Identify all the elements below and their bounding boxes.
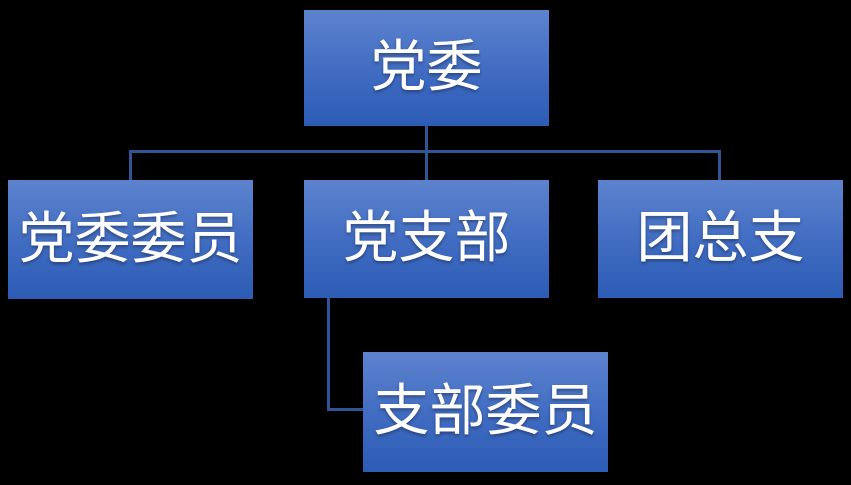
node-branch-members[interactable]: 支部委员 <box>363 352 608 472</box>
connector-drop-right <box>718 150 721 180</box>
connector-top-stem <box>425 126 428 152</box>
connector-drop-middle <box>425 150 428 180</box>
node-label: 党支部 <box>342 206 511 271</box>
node-label: 支部委员 <box>373 379 598 444</box>
connector-branch-elbow <box>327 408 365 411</box>
node-label: 团总支 <box>636 206 805 271</box>
node-party-branch[interactable]: 党支部 <box>304 180 549 298</box>
node-label: 党委 <box>370 35 483 100</box>
connector-branch-stem <box>327 298 330 411</box>
node-league-general-branch[interactable]: 团总支 <box>598 180 843 298</box>
node-label: 党委委员 <box>18 206 243 272</box>
connector-drop-left <box>129 150 132 180</box>
node-party-committee[interactable]: 党委 <box>304 10 549 126</box>
node-party-committee-members[interactable]: 党委委员 <box>8 180 253 299</box>
